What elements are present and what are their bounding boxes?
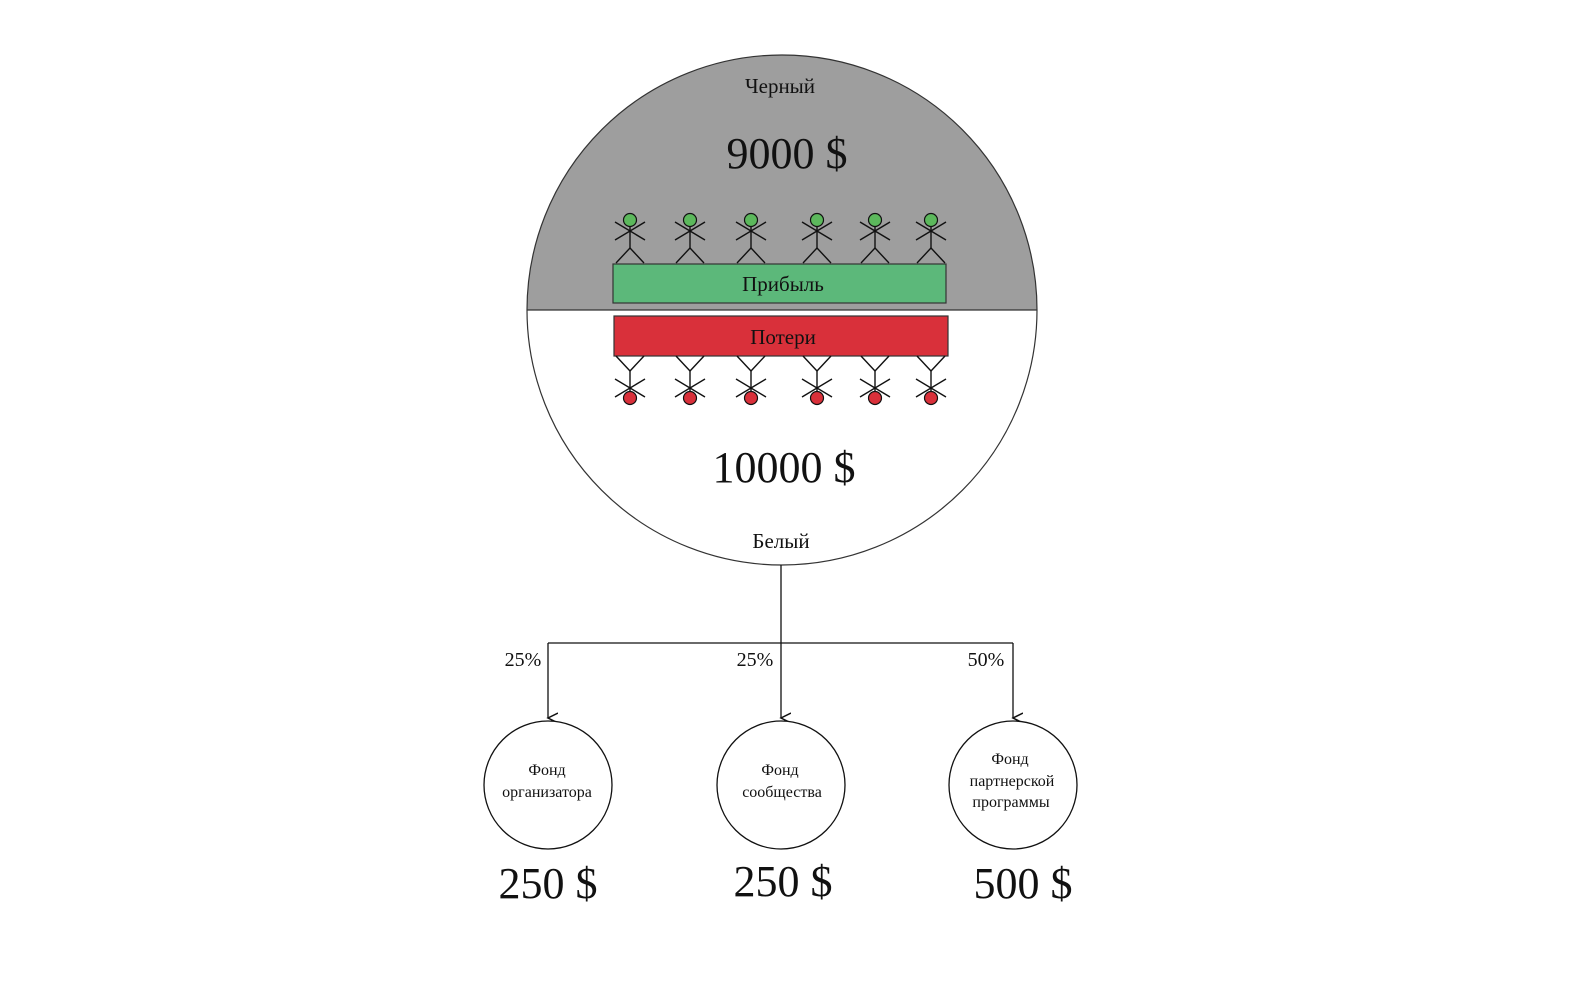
profit-figure xyxy=(735,212,767,264)
profit-bar xyxy=(612,263,947,304)
loss-figure xyxy=(859,355,891,406)
loss-figure xyxy=(915,355,947,406)
profit-figure xyxy=(614,212,646,264)
fund-partner-line1: Фонд xyxy=(991,751,1028,768)
fund-partner-amount: 500 $ xyxy=(974,859,1073,908)
figure-head xyxy=(682,390,698,406)
figure-head xyxy=(743,212,759,228)
percent-label-2: 25% xyxy=(737,649,774,671)
figure-head xyxy=(809,390,825,406)
profit-figures xyxy=(614,212,947,264)
profit-figure xyxy=(915,212,947,264)
white-label: Белый xyxy=(752,529,809,553)
percent-label-3: 50% xyxy=(968,649,1005,671)
loss-figure xyxy=(801,355,833,406)
figure-head xyxy=(682,212,698,228)
profit-figure xyxy=(674,212,706,264)
fund-partner-line2: партнерской xyxy=(970,773,1055,790)
fund-circle-organizer xyxy=(483,720,613,850)
figure-head xyxy=(867,212,883,228)
fund-community-amount: 250 $ xyxy=(734,857,833,906)
figure-head xyxy=(923,212,939,228)
profit-figure xyxy=(801,212,833,264)
black-half xyxy=(527,55,1037,310)
fund-partner-line3: программы xyxy=(972,794,1049,811)
fund-organizer-line1: Фонд xyxy=(528,762,565,779)
fund-circle-partner xyxy=(948,720,1078,850)
figure-head xyxy=(923,390,939,406)
loss-figure xyxy=(674,355,706,406)
loss-figure xyxy=(614,355,646,406)
main-circle xyxy=(526,54,1038,566)
connectors xyxy=(548,565,1013,718)
fund-organizer-line2: организатора xyxy=(502,784,592,801)
figure-head xyxy=(867,390,883,406)
black-label: Черный xyxy=(745,74,815,98)
loss-figures xyxy=(614,355,947,406)
fund-community-line2: сообщества xyxy=(742,784,822,801)
black-amount: 9000 $ xyxy=(727,129,848,178)
loss-figure xyxy=(735,355,767,406)
white-amount: 10000 $ xyxy=(713,443,856,492)
profit-bar-label: Прибыль xyxy=(742,272,824,296)
fund-circle-community xyxy=(716,720,846,850)
main-circle-outline xyxy=(526,54,1038,566)
percent-label-1: 25% xyxy=(505,649,542,671)
loss-bar xyxy=(613,315,949,357)
figure-head xyxy=(622,390,638,406)
fund-organizer-amount: 250 $ xyxy=(499,859,598,908)
figure-head xyxy=(809,212,825,228)
loss-bar-label: Потери xyxy=(750,325,816,349)
figure-head xyxy=(622,212,638,228)
profit-figure xyxy=(859,212,891,264)
fund-community-line1: Фонд xyxy=(761,762,798,779)
figure-head xyxy=(743,390,759,406)
